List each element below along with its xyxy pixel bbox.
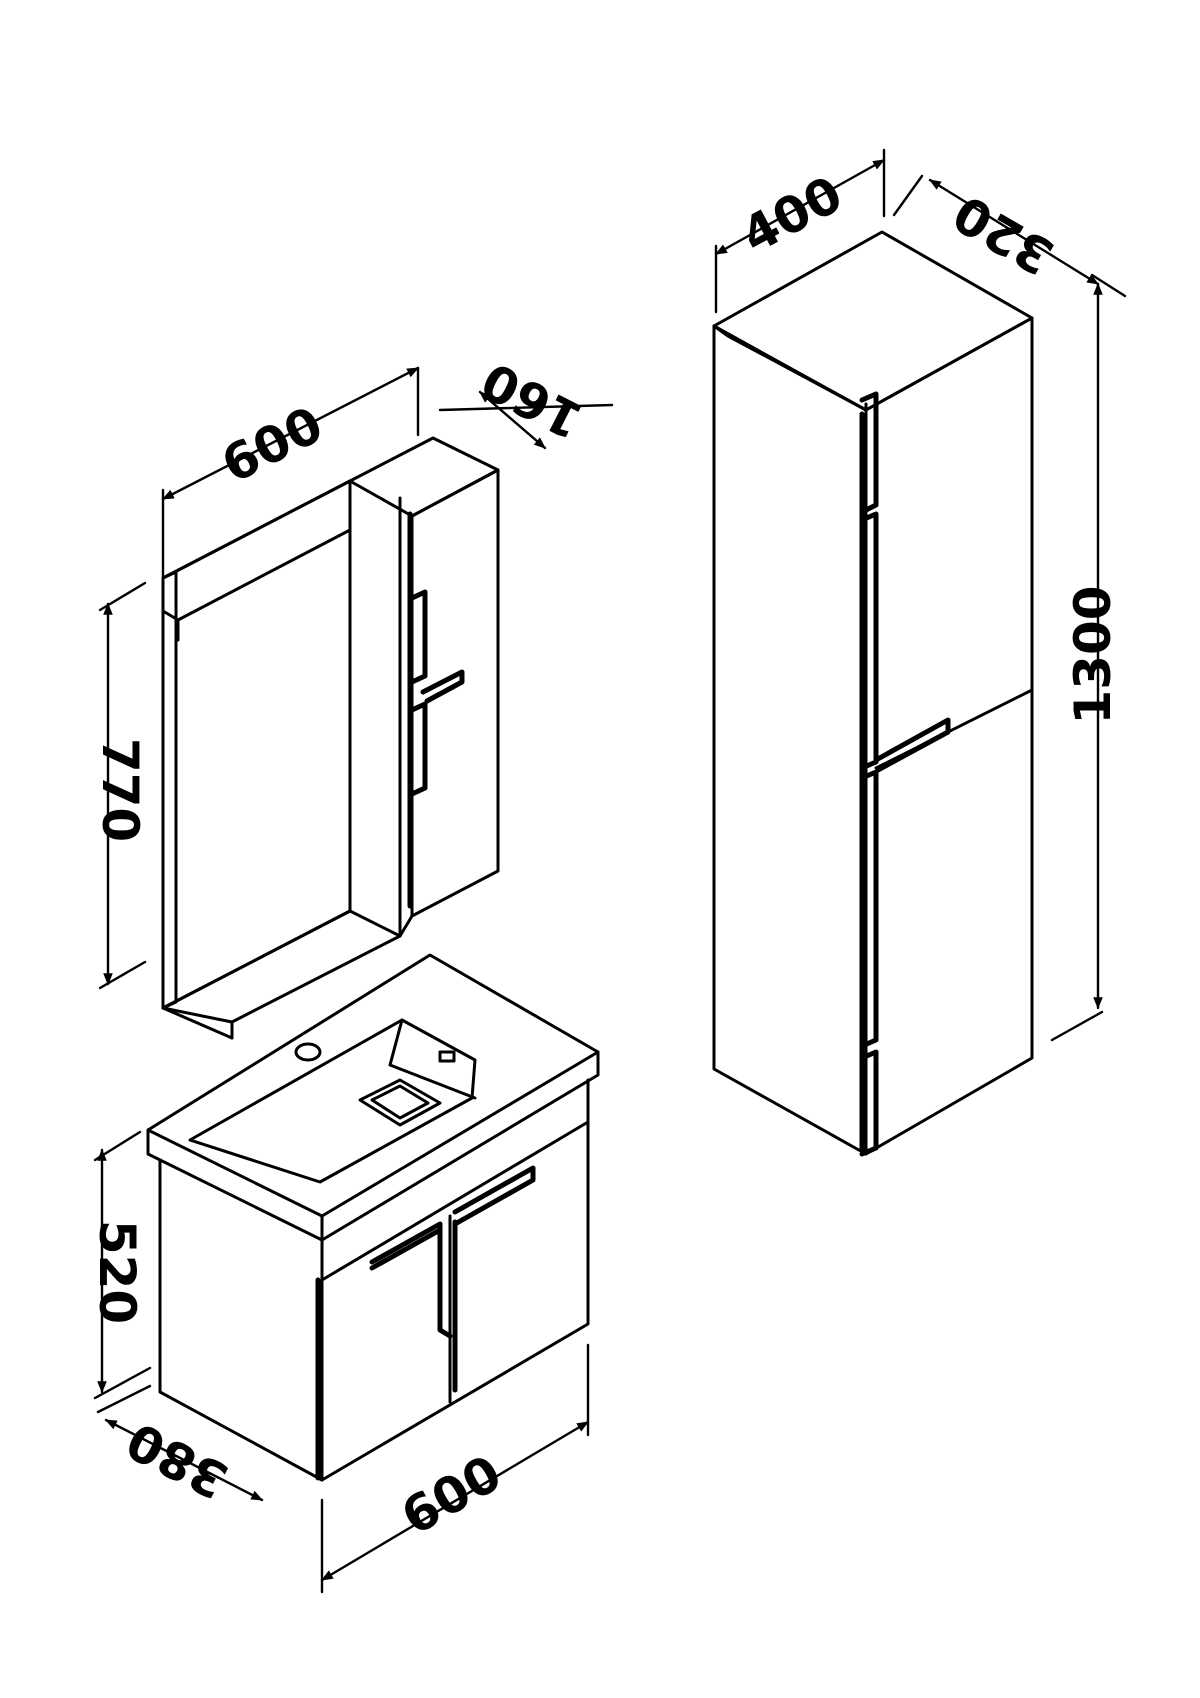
vanity-width-label: 600 xyxy=(392,1444,511,1546)
mirror-height-label: 770 xyxy=(91,738,149,842)
mirror-depth-label: 160 xyxy=(473,351,592,450)
tall-width-label: 400 xyxy=(732,165,851,265)
tall-cabinet xyxy=(712,230,1034,1157)
tall-width-dimension: 400 xyxy=(714,148,886,314)
mirror-width-label: 600 xyxy=(213,395,332,494)
mirror-depth-dimension: 160 xyxy=(438,351,614,450)
tall-depth-dimension: 320 xyxy=(892,174,1127,298)
vanity-unit xyxy=(146,953,600,1482)
vanity-height-dimension: 520 xyxy=(88,1130,152,1400)
tall-height-label: 1300 xyxy=(1064,585,1122,724)
vanity-height-label: 520 xyxy=(88,1220,146,1324)
mirror-cabinet xyxy=(161,436,500,1040)
mirror-height-dimension: 770 xyxy=(91,581,149,990)
mirror-width-dimension: 600 xyxy=(161,366,420,580)
tall-height-dimension: 1300 xyxy=(1050,282,1122,1042)
